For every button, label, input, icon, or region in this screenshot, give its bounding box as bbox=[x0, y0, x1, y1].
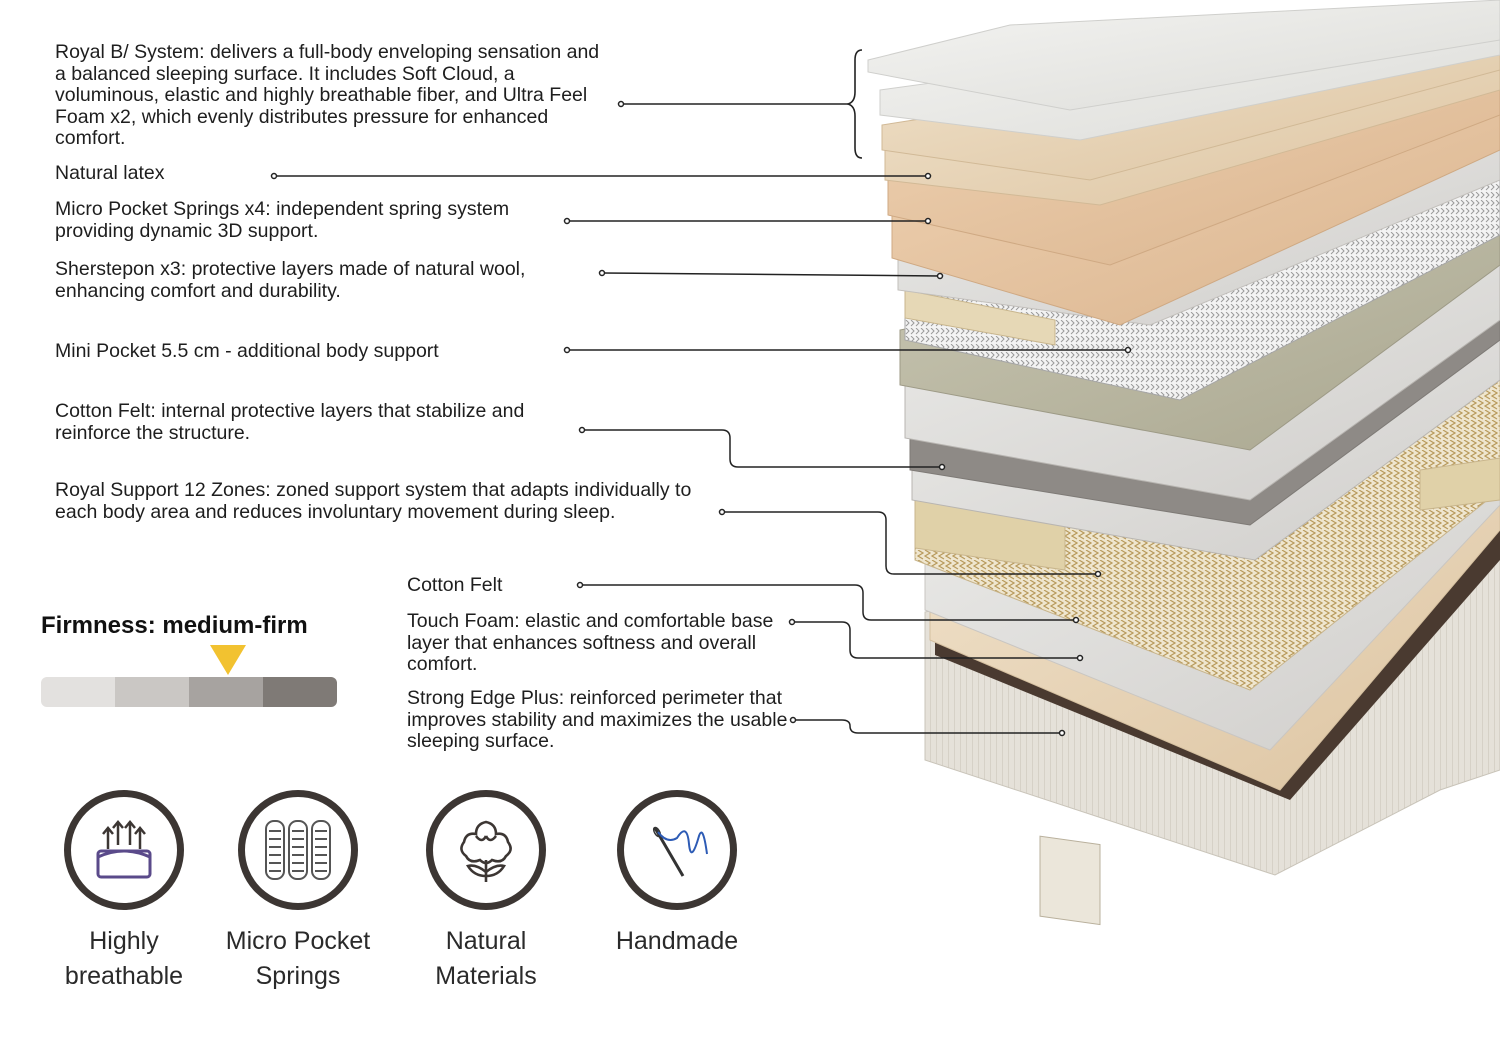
feature-caption-line: Materials bbox=[435, 962, 537, 990]
feature-highly-breathable: Highly breathable bbox=[34, 790, 214, 994]
leader-touch-foam bbox=[792, 621, 1080, 659]
callout-strong-edge-plus: Strong Edge Plus: reinforced perimeter t… bbox=[407, 687, 788, 752]
feature-natural-materials: Natural Materials bbox=[396, 790, 576, 994]
callout-cotton-felt-internal: Cotton Felt: internal protective layers … bbox=[55, 400, 525, 444]
callout-natural-latex: Natural latex bbox=[55, 162, 165, 184]
firmness-scale bbox=[41, 677, 337, 707]
firmness-level-4 bbox=[263, 677, 337, 707]
leader-lines bbox=[274, 103, 1128, 734]
pocket-springs-icon bbox=[238, 790, 358, 910]
leader-strong-edge bbox=[793, 719, 1062, 734]
needle-thread-icon bbox=[617, 790, 737, 910]
feature-micro-pocket-springs: Micro Pocket Springs bbox=[208, 790, 388, 994]
breathable-mattress-icon bbox=[64, 790, 184, 910]
callout-touch-foam: Touch Foam: elastic and comfortable base… bbox=[407, 610, 774, 675]
leader-endpoints bbox=[270, 100, 1132, 737]
firmness-title: Firmness: medium-firm bbox=[41, 612, 308, 639]
firmness-level-3 bbox=[189, 677, 263, 707]
feature-handmade: Handmade bbox=[587, 790, 767, 959]
feature-caption-line: Handmade bbox=[615, 927, 739, 955]
cotton-flower-icon bbox=[426, 790, 546, 910]
feature-caption: Handmade bbox=[587, 924, 767, 959]
callout-royal-b-system: Royal B/ System: delivers a full-body en… bbox=[55, 41, 600, 149]
feature-caption: Micro Pocket Springs bbox=[208, 924, 388, 994]
feature-caption-line: Micro Pocket bbox=[225, 927, 371, 955]
callout-micro-pocket-springs: Micro Pocket Springs x4: independent spr… bbox=[55, 198, 510, 242]
feature-caption-line: breathable bbox=[64, 962, 184, 990]
feature-caption: Highly breathable bbox=[34, 924, 214, 994]
callout-royal-support: Royal Support 12 Zones: zoned support sy… bbox=[55, 479, 692, 523]
feature-caption: Natural Materials bbox=[396, 924, 576, 994]
firmness-level-1 bbox=[41, 677, 115, 707]
firmness-pointer-icon bbox=[210, 645, 246, 675]
feature-caption-line: Highly bbox=[89, 927, 159, 955]
royal-b-system-brace bbox=[845, 49, 863, 159]
leader-sherstepon bbox=[601, 272, 941, 277]
callout-sherstepon: Sherstepon x3: protective layers made of… bbox=[55, 258, 526, 302]
callout-mini-pocket: Mini Pocket 5.5 cm - additional body sup… bbox=[55, 340, 439, 362]
firmness-level-2 bbox=[115, 677, 189, 707]
callout-cotton-felt: Cotton Felt bbox=[407, 574, 503, 596]
leader-cotton-felt-internal bbox=[582, 429, 942, 468]
leader-cotton-felt bbox=[580, 584, 1076, 621]
layer-quilted-cover bbox=[867, 0, 1500, 111]
feature-caption-line: Springs bbox=[255, 962, 341, 990]
feature-caption-line: Natural bbox=[445, 927, 527, 955]
leader-royal-support bbox=[722, 511, 1098, 575]
